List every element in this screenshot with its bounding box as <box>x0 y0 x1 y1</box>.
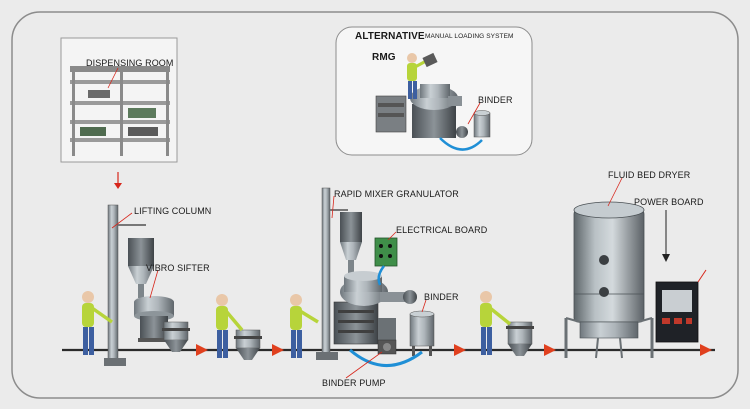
operator-2 <box>216 294 244 358</box>
vibro-sifter <box>134 296 174 342</box>
binder-pump <box>377 339 397 355</box>
leader-lines <box>107 67 623 379</box>
lifting-column <box>104 204 154 366</box>
bin-2 <box>234 329 262 360</box>
binder-hose <box>349 348 423 367</box>
operator-3 <box>290 294 319 358</box>
alt-operator <box>407 52 438 99</box>
power-board <box>655 269 707 343</box>
label-vibro-sifter: VIBRO SIFTER <box>146 263 210 273</box>
fluid-bed-dryer <box>564 201 654 359</box>
alt-binder-hose <box>439 137 483 151</box>
label-alternative: ALTERNATIVE <box>355 31 425 42</box>
operator-1 <box>82 291 114 355</box>
label-dispensing-room: DISPENSING ROOM <box>86 58 174 68</box>
label-electrical-board: ELECTRICAL BOARD <box>396 225 488 235</box>
board-hose <box>377 265 385 286</box>
outer-frame <box>11 11 739 399</box>
bin-3 <box>506 321 534 356</box>
electrical-board <box>374 237 398 267</box>
operator-4 <box>480 291 512 355</box>
dispensing-room-box <box>60 37 178 163</box>
label-rapid-mixer-granulator: RAPID MIXER GRANULATOR <box>334 189 459 199</box>
label-binder-top: BINDER <box>478 95 513 105</box>
bin-1 <box>162 321 190 352</box>
label-manual-loading-system: MANUAL LOADING SYSTEM <box>425 33 514 40</box>
binder-vessel <box>409 310 435 356</box>
label-binder-main: BINDER <box>424 292 459 302</box>
rmg-machine <box>333 271 417 345</box>
flow-arrows <box>196 344 712 356</box>
alt-binder-vessel <box>456 110 491 138</box>
label-lifting-column: LIFTING COLUMN <box>134 206 212 216</box>
label-fluid-bed-dryer: FLUID BED DRYER <box>608 170 691 180</box>
label-binder-pump: BINDER PUMP <box>322 378 386 388</box>
label-rmg: RMG <box>372 52 396 63</box>
alt-rmg-machine <box>375 84 462 138</box>
label-power-board: POWER BOARD <box>634 197 704 207</box>
